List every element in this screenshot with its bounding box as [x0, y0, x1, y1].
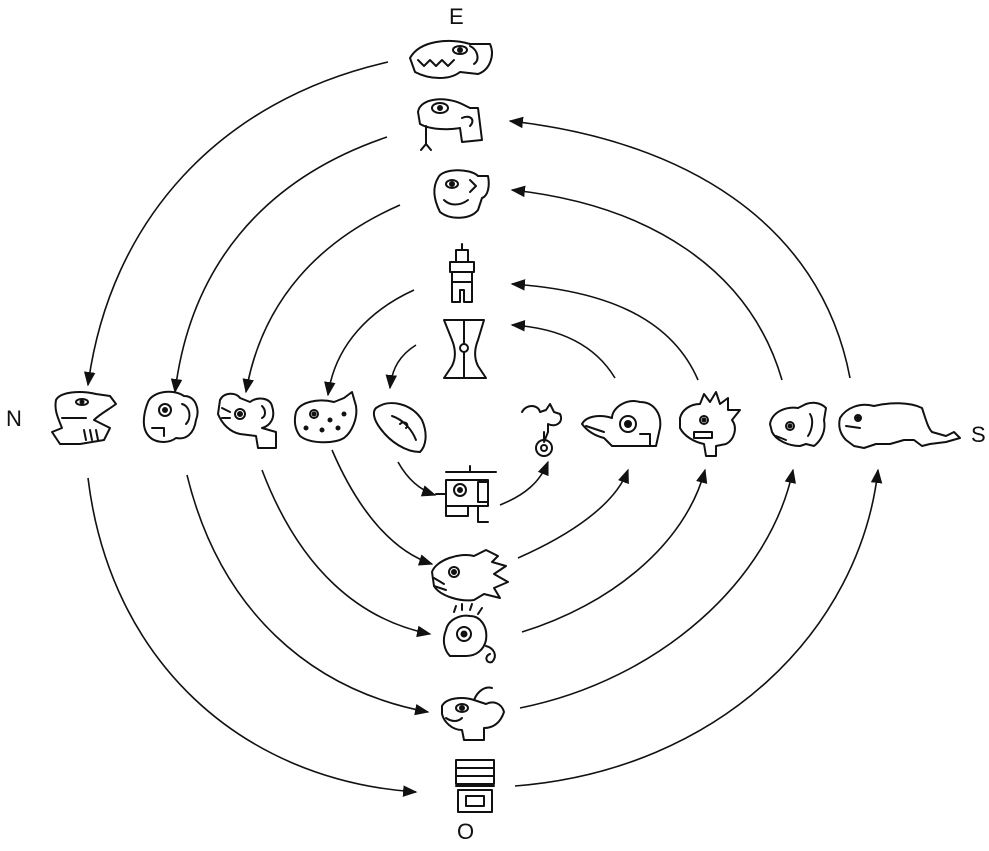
arrow-east4-to-ring4: [328, 290, 414, 395]
glyph-death: [52, 392, 116, 444]
direction-south-label: S: [971, 424, 986, 446]
glyph-dog: [374, 403, 426, 452]
glyph-rabbit: [218, 394, 276, 448]
arrow-south2-to-east3: [512, 190, 782, 380]
glyph-serpent: [444, 320, 486, 378]
glyph-vulture: [522, 404, 561, 456]
glyph-water: [295, 392, 357, 442]
arrow-ring3-to-west3: [262, 470, 430, 634]
glyph-grass: [432, 550, 508, 600]
arrow-west2-to-south2: [520, 470, 793, 708]
arrow-west-to-south: [515, 470, 878, 786]
glyph-deer: [144, 392, 198, 442]
glyph-monkey: [436, 466, 496, 522]
arrow-south-to-east2: [510, 121, 850, 378]
arrow-east5-to-inner: [390, 345, 416, 388]
arrow-east1-to-north: [88, 62, 388, 385]
arrow-south3-to-east4: [512, 284, 698, 380]
glyph-wind: [418, 99, 482, 150]
glyph-eagle: [456, 760, 494, 812]
glyph-reed: [444, 604, 495, 662]
glyph-movement: [582, 401, 660, 446]
arrow-east3-to-ring3: [246, 205, 400, 392]
glyph-jaguar: [442, 688, 504, 741]
direction-west-label: O: [457, 821, 474, 843]
glyph-rain: [770, 403, 826, 446]
cycle-arrows: [88, 62, 878, 792]
arrow-south4-to-east5: [512, 325, 615, 378]
arrow-east2-to-ring2: [175, 137, 387, 392]
glyph-house: [434, 170, 488, 218]
glyph-flint: [680, 392, 740, 456]
glyph-lizard: [450, 244, 474, 302]
arrow-north-to-west: [88, 478, 416, 792]
arrow-west5-to-south5: [500, 462, 548, 505]
direction-east-label: E: [449, 6, 464, 28]
arrow-ring4-to-west4: [332, 450, 432, 564]
glyph-flower: [839, 403, 960, 448]
arrow-inner-to-west5: [398, 462, 435, 495]
direction-north-label: N: [6, 408, 22, 430]
arrow-ring2-to-west2: [187, 475, 428, 712]
glyph-crocodile: [410, 41, 492, 78]
